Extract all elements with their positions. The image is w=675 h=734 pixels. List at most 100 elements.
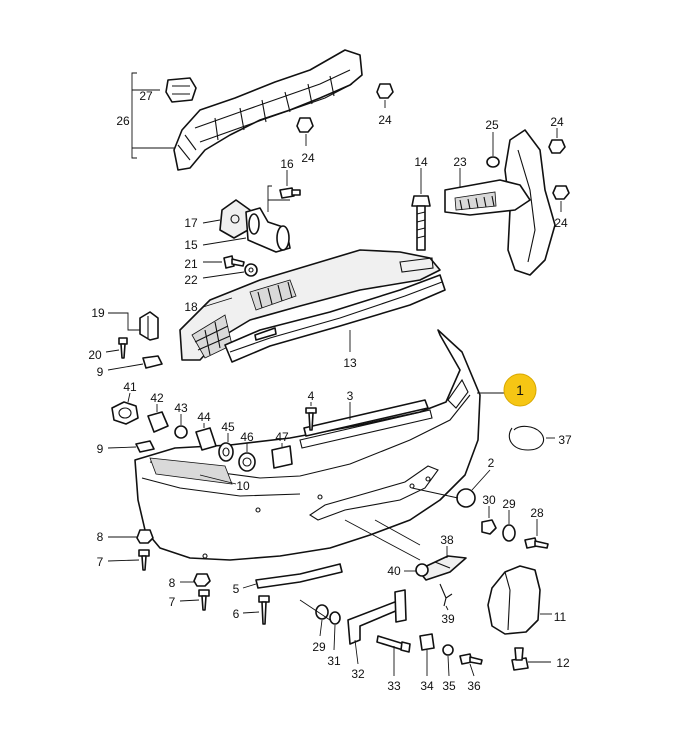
spacer-25 bbox=[486, 132, 500, 168]
screw-7a bbox=[107, 549, 150, 571]
callout-c39: 39 bbox=[441, 612, 455, 626]
spacer-31 bbox=[329, 611, 341, 651]
callout-c3: 3 bbox=[347, 389, 354, 403]
callout-c6: 6 bbox=[233, 607, 240, 621]
spacer-43 bbox=[174, 414, 188, 439]
screw-33 bbox=[376, 635, 411, 676]
clip-17 bbox=[219, 199, 251, 239]
leader-lines-lower bbox=[299, 519, 421, 621]
callout-c24d: 24 bbox=[554, 216, 568, 230]
clip-27 bbox=[165, 77, 197, 103]
screw-36 bbox=[459, 653, 483, 677]
nut-24c bbox=[548, 128, 566, 154]
callout-c20: 20 bbox=[88, 348, 102, 362]
nut-8a bbox=[108, 529, 154, 544]
washer-29a bbox=[502, 510, 516, 542]
callout-c42: 42 bbox=[150, 391, 164, 405]
callout-c16: 16 bbox=[280, 157, 294, 171]
clip-34 bbox=[419, 633, 435, 676]
clip-6 bbox=[242, 595, 270, 625]
callout-c7b: 7 bbox=[169, 595, 176, 609]
callout-c15: 15 bbox=[184, 238, 198, 252]
leader-10 bbox=[199, 474, 237, 485]
callout-c24c: 24 bbox=[550, 115, 564, 129]
callout-c8b: 8 bbox=[169, 576, 176, 590]
callout-c22: 22 bbox=[184, 273, 198, 287]
sensor-47 bbox=[271, 443, 293, 469]
clip-9b bbox=[107, 440, 155, 453]
clip-9a bbox=[107, 355, 163, 371]
callout-c28: 28 bbox=[530, 506, 544, 520]
callout-c24a: 24 bbox=[378, 113, 392, 127]
bolt-14 bbox=[411, 168, 431, 251]
plug-2 bbox=[411, 469, 491, 508]
callout-c47: 47 bbox=[275, 430, 289, 444]
callout-c9b: 9 bbox=[97, 442, 104, 456]
callout-c36: 36 bbox=[467, 679, 481, 693]
leader-18 bbox=[202, 297, 233, 308]
nut-24b bbox=[296, 117, 314, 146]
callout-c32: 32 bbox=[351, 667, 365, 681]
callout-c25: 25 bbox=[485, 118, 499, 132]
side-guide-bracket bbox=[444, 129, 556, 276]
strip-3 bbox=[303, 399, 429, 437]
callout-c5: 5 bbox=[233, 582, 240, 596]
screw-7b bbox=[179, 589, 210, 611]
callout-highlight-c1 bbox=[503, 373, 537, 407]
callout-c27: 27 bbox=[139, 89, 153, 103]
screw-28 bbox=[524, 519, 549, 549]
callout-c19: 19 bbox=[91, 306, 105, 320]
bolt-12 bbox=[511, 647, 551, 671]
callout-c14: 14 bbox=[414, 155, 428, 169]
ring-45 bbox=[218, 433, 234, 462]
callout-labels: 1234567788991011121314151617181920212223… bbox=[88, 89, 572, 693]
callout-c40: 40 bbox=[387, 564, 401, 578]
ring-46 bbox=[238, 443, 256, 472]
callout-c13: 13 bbox=[343, 356, 357, 370]
callout-c29b: 29 bbox=[312, 640, 326, 654]
bracket-19 bbox=[139, 311, 159, 341]
callout-c7a: 7 bbox=[97, 555, 104, 569]
leader-19 bbox=[108, 312, 140, 331]
washer-35 bbox=[442, 644, 454, 677]
callout-c29a: 29 bbox=[502, 497, 516, 511]
callout-c8a: 8 bbox=[97, 530, 104, 544]
callout-c46: 46 bbox=[240, 430, 254, 444]
callout-c24b: 24 bbox=[301, 151, 315, 165]
callout-c30: 30 bbox=[482, 493, 496, 507]
bracket-38 bbox=[417, 546, 467, 581]
callout-c38: 38 bbox=[440, 533, 454, 547]
callout-c1: 1 bbox=[516, 382, 524, 398]
leader-26-bracket bbox=[131, 72, 175, 159]
callout-c35: 35 bbox=[442, 679, 456, 693]
callout-c18: 18 bbox=[184, 300, 198, 314]
callout-c31: 31 bbox=[327, 654, 341, 668]
screw-4 bbox=[305, 402, 317, 431]
callout-c41: 41 bbox=[123, 380, 137, 394]
callout-c26: 26 bbox=[116, 114, 130, 128]
callout-c34: 34 bbox=[420, 679, 434, 693]
leader-16-group bbox=[267, 185, 290, 212]
bumper-cover-1 bbox=[134, 329, 506, 561]
callout-c45: 45 bbox=[221, 420, 235, 434]
screw-21 bbox=[203, 255, 245, 269]
callout-c33: 33 bbox=[387, 679, 401, 693]
bolt-16 bbox=[279, 170, 301, 199]
callout-c2: 2 bbox=[488, 456, 495, 470]
callout-c17: 17 bbox=[184, 216, 198, 230]
callout-c43: 43 bbox=[174, 401, 188, 415]
callout-c23: 23 bbox=[453, 155, 467, 169]
callout-c4: 4 bbox=[308, 389, 315, 403]
callout-c11: 11 bbox=[554, 610, 567, 624]
callout-c37: 37 bbox=[558, 433, 572, 447]
clip-39 bbox=[439, 583, 453, 611]
ring-37 bbox=[508, 425, 555, 451]
nut-24a bbox=[376, 83, 394, 108]
callout-c44: 44 bbox=[197, 410, 211, 424]
bumper-carrier-13 bbox=[224, 257, 446, 363]
screw-20 bbox=[105, 337, 128, 359]
nut-30 bbox=[481, 506, 497, 535]
strip-5 bbox=[242, 563, 343, 589]
nut-8b bbox=[180, 573, 211, 587]
